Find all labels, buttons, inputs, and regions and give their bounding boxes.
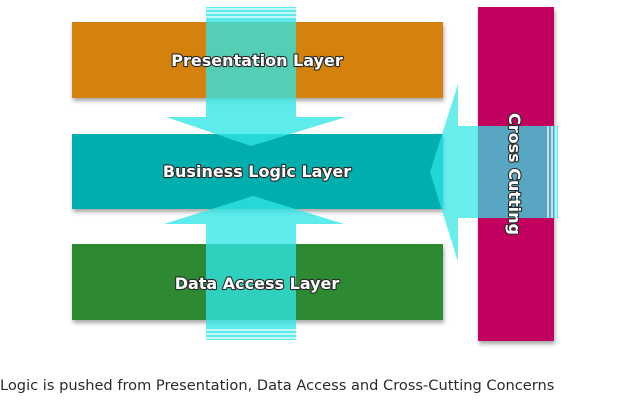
up-arrow-stripes [206, 329, 296, 339]
business-logic-layer-label: Business Logic Layer [163, 162, 351, 181]
up-arrow-icon [164, 196, 344, 340]
data-access-layer-label: Data Access Layer [175, 274, 340, 293]
left-arrow-icon [430, 84, 558, 262]
cross-cutting-label: Cross Cutting [505, 113, 524, 235]
figure-caption: Logic is pushed from Presentation, Data … [0, 377, 555, 394]
business-logic-layer-bar [72, 134, 443, 209]
down-arrow-icon [166, 7, 346, 146]
down-arrow-stripes [206, 8, 296, 18]
left-arrow-stripes [547, 126, 557, 218]
presentation-layer-label: Presentation Layer [171, 51, 343, 70]
layered-architecture-diagram: Presentation Layer Business Logic Layer … [72, 7, 558, 341]
